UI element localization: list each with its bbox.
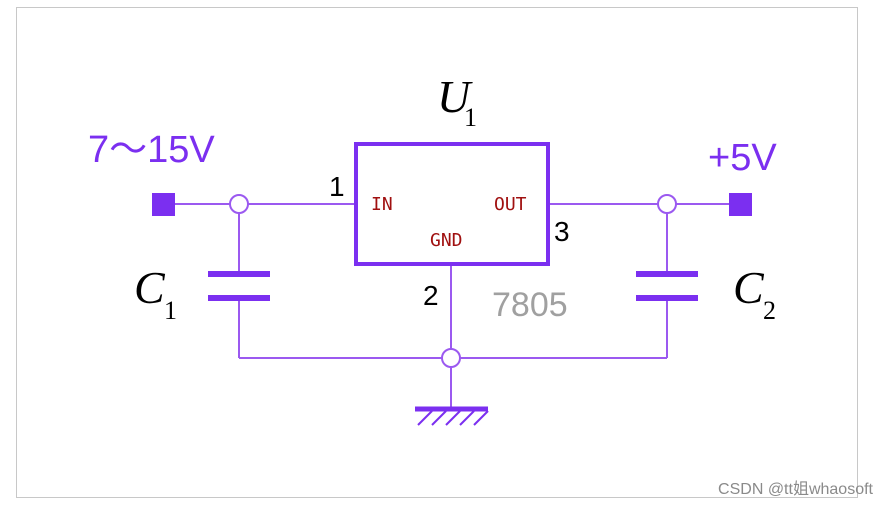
ground-hatch-2 (431, 410, 447, 426)
junctions (229, 194, 677, 368)
input-voltage-label: 7～15V (88, 129, 215, 171)
junction-ground (441, 348, 461, 368)
ground-hatch-1 (417, 410, 433, 426)
pin-number-out: 3 (554, 216, 570, 247)
pin-label-out: OUT (494, 194, 527, 215)
pin-label-in: IN (371, 194, 393, 215)
regulator-body (354, 142, 550, 266)
regulator-designator: U (437, 71, 473, 122)
regulator-part-number: 7805 (492, 286, 568, 324)
pin-label-gnd: GND (430, 230, 463, 251)
junction-output (657, 194, 677, 214)
ground-hatch-5 (473, 410, 489, 426)
capacitor-c1 (208, 271, 270, 301)
pin-number-in: 1 (329, 171, 345, 202)
ground-hatch-3 (445, 410, 461, 426)
pin-number-gnd: 2 (423, 280, 439, 311)
diagram-frame (16, 7, 858, 498)
junction-input (229, 194, 249, 214)
output-terminal (729, 193, 752, 216)
c2-label-index: 2 (763, 296, 776, 325)
input-terminal (152, 193, 175, 216)
ground-hatch-4 (459, 410, 475, 426)
ground-symbol (415, 406, 489, 426)
c1-label-letter: C (134, 262, 166, 313)
output-voltage-label: +5V (708, 137, 777, 179)
c1-label-index: 1 (164, 296, 177, 325)
watermark-text: CSDN @tt姐whaosoft (718, 480, 874, 498)
c2-label-letter: C (733, 262, 765, 313)
regulator-designator-letter: U (437, 71, 473, 122)
wires (175, 203, 729, 407)
capacitor-c2 (636, 271, 698, 301)
regulator-designator-index: 1 (464, 103, 477, 132)
